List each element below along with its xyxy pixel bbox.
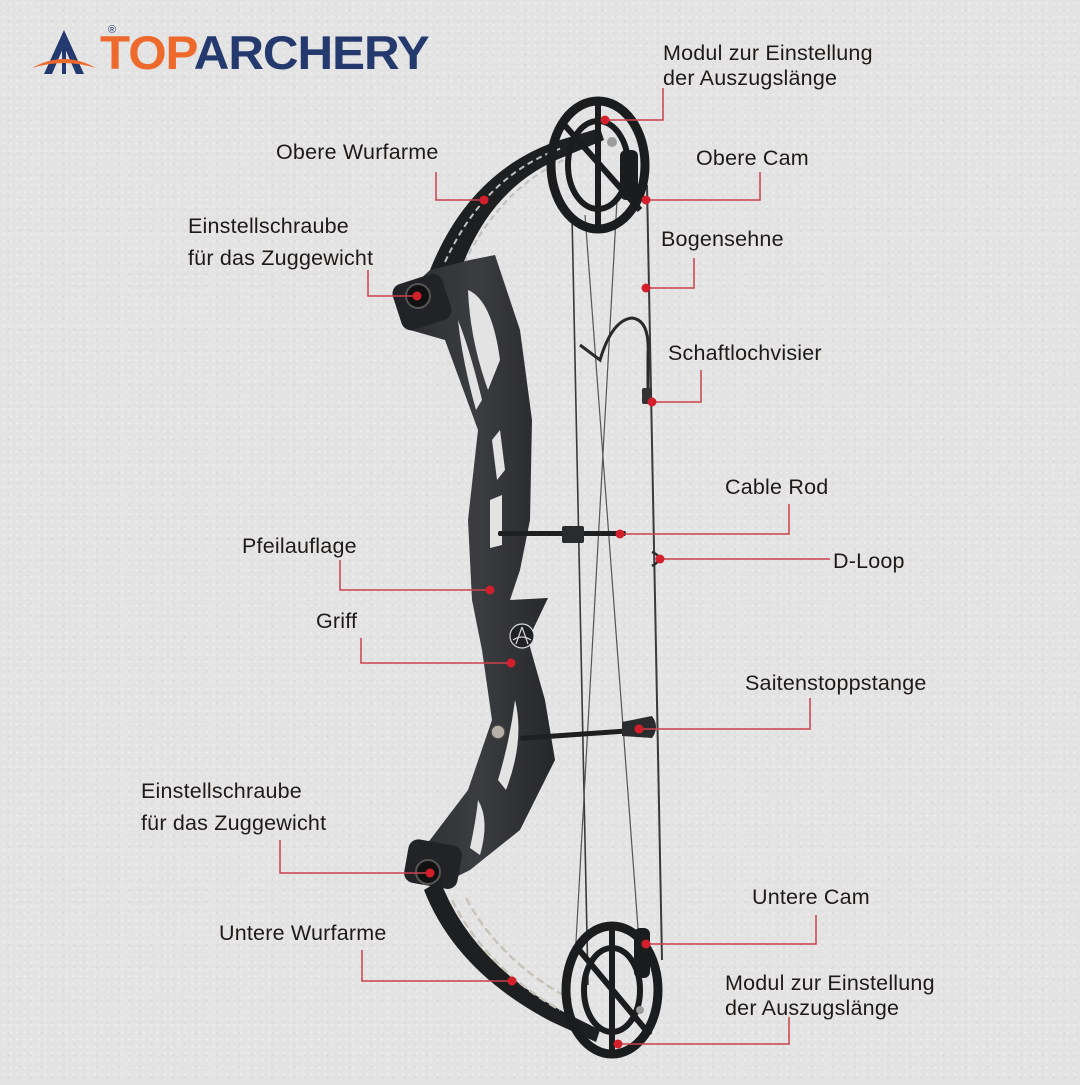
label-line: Einstellschraube xyxy=(141,779,302,803)
label-cable-rod: Cable Rod xyxy=(725,475,829,499)
label-line: für das Zuggewicht xyxy=(188,246,374,270)
label-bowstring: Bogensehne xyxy=(661,227,784,251)
lower-limb-shape xyxy=(424,880,600,1042)
brand-wordmark: TOPARCHERY xyxy=(100,25,430,79)
label-d-loop: D-Loop xyxy=(833,549,905,573)
brand-logo: ® TOPARCHERY xyxy=(30,24,430,77)
marker-upper-weight-screw xyxy=(412,291,422,301)
marker-string-stop xyxy=(634,724,644,734)
marker-upper-cam xyxy=(641,195,651,205)
label-lower-module: Modul zur Einstellung der Auszugslänge xyxy=(725,967,935,1024)
marker-d-loop xyxy=(655,554,665,564)
marker-grip xyxy=(506,658,516,668)
lower-cam-shape xyxy=(561,921,663,1059)
upper-cam-shape xyxy=(546,96,650,234)
label-string-stop: Saitenstoppstange xyxy=(745,671,927,695)
marker-upper-module xyxy=(600,115,610,125)
label-grip: Griff xyxy=(316,609,358,633)
bowstring-cables xyxy=(571,184,663,986)
label-upper-limb: Obere Wurfarme xyxy=(276,140,439,164)
label-peep-sight: Schaftlochvisier xyxy=(668,341,822,365)
marker-peep-sight xyxy=(647,397,657,407)
label-line: der Auszugslänge xyxy=(725,996,900,1020)
peep-sight-tube xyxy=(579,316,650,390)
label-upper-draw-weight-screw: Einstellschraube für das Zuggewicht xyxy=(188,210,373,274)
label-lower-limb: Untere Wurfarme xyxy=(219,921,387,945)
marker-lower-cam xyxy=(641,939,651,949)
label-line: Einstellschraube xyxy=(188,214,349,238)
label-arrow-rest: Pfeilauflage xyxy=(242,534,357,558)
registered-mark: ® xyxy=(108,24,117,36)
label-upper-cam: Obere Cam xyxy=(696,146,809,170)
marker-arrow-rest xyxy=(485,585,495,595)
label-line: der Auszugslänge xyxy=(663,66,838,90)
cable-rod-shape xyxy=(498,526,626,543)
riser-logo-medallion xyxy=(509,623,535,649)
brand-name-top: TOP xyxy=(100,25,195,79)
marker-bowstring xyxy=(641,283,651,293)
label-line: für das Zuggewicht xyxy=(141,811,327,835)
archery-a-icon: ® xyxy=(30,24,116,76)
marker-upper-limb xyxy=(479,195,489,205)
label-line: Modul zur Einstellung xyxy=(725,971,935,995)
marker-lower-limb xyxy=(507,976,517,986)
upper-limb-shape xyxy=(430,128,604,278)
marker-cable-rod xyxy=(615,529,625,539)
label-upper-module: Modul zur Einstellung der Auszugslänge xyxy=(663,37,873,94)
lower-limb-pocket xyxy=(404,839,462,889)
label-lower-draw-weight-screw: Einstellschraube für das Zuggewicht xyxy=(141,775,326,839)
marker-lower-weight-screw xyxy=(425,868,435,878)
label-lower-cam: Untere Cam xyxy=(752,885,870,909)
annotation-leaders xyxy=(279,88,830,1045)
label-line: Modul zur Einstellung xyxy=(663,41,873,65)
marker-lower-module xyxy=(613,1039,623,1049)
brand-name-archery: ARCHERY xyxy=(193,25,430,79)
annotation-markers xyxy=(412,115,665,1049)
